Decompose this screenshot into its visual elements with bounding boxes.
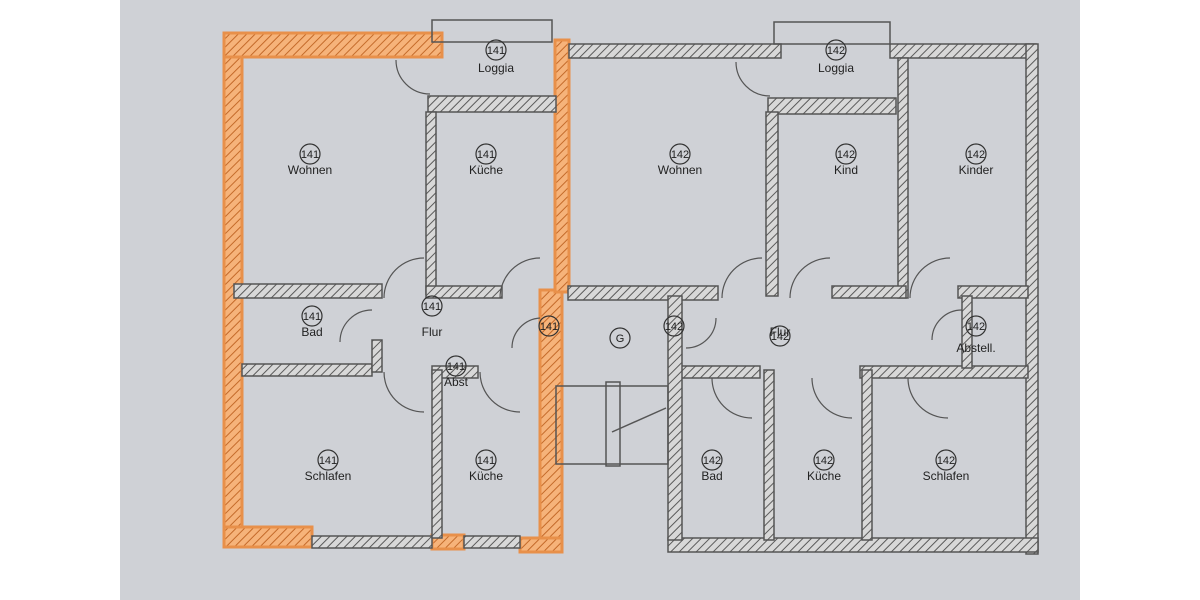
room-label: Abst	[444, 375, 469, 389]
room-number-circle	[965, 315, 987, 337]
room-number: 142	[967, 149, 985, 161]
room-number-circle	[935, 449, 957, 471]
room-number: 141	[301, 149, 319, 161]
room-number: 141	[303, 311, 321, 323]
room-entry-141: 141	[538, 315, 560, 337]
room-number-circle	[835, 143, 857, 165]
room-label: Küche	[469, 469, 503, 483]
room-number-circle	[609, 327, 631, 349]
room-number: 141	[477, 455, 495, 467]
room-number-circle	[669, 143, 691, 165]
room-label: Bad	[301, 325, 322, 339]
room-number-circle	[445, 355, 467, 377]
room-label: Wohnen	[658, 163, 702, 177]
room-label: Kinder	[959, 163, 994, 177]
room-number-circle	[538, 315, 560, 337]
room-number: 141	[487, 45, 505, 57]
room-label: Abstell.	[956, 341, 995, 355]
room-number: 142	[815, 455, 833, 467]
room-number: 142	[671, 149, 689, 161]
room-number-circle	[663, 315, 685, 337]
room-labels: 141Loggia142Loggia141Wohnen141Küche142Wo…	[288, 39, 996, 483]
room-number-circle	[965, 143, 987, 165]
room-number-circle	[301, 305, 323, 327]
door-swings	[339, 59, 963, 419]
room-number-circle	[475, 449, 497, 471]
room-label: Kind	[834, 163, 858, 177]
room-entry-142: 142	[663, 315, 685, 337]
room-number: G	[616, 333, 625, 345]
room-label: Flur	[770, 325, 791, 339]
room-number: 141	[423, 301, 441, 313]
room-number-circle	[317, 449, 339, 471]
room-number: 141	[477, 149, 495, 161]
room-label: Loggia	[478, 61, 514, 75]
room-number: 142	[703, 455, 721, 467]
room-number-circle	[701, 449, 723, 471]
walls	[233, 19, 1039, 555]
room-number: 141	[540, 321, 558, 333]
room-number-circle	[475, 143, 497, 165]
room-number-circle	[825, 39, 847, 61]
room-number: 142	[937, 455, 955, 467]
room-number: 142	[967, 321, 985, 333]
room-number: 142	[771, 331, 789, 343]
room-number-circle	[421, 295, 443, 317]
room-number: 142	[827, 45, 845, 57]
room-number-circle	[485, 39, 507, 61]
room-number-circle	[769, 325, 791, 347]
room-label: Bad	[701, 469, 722, 483]
room-label: Schlafen	[305, 469, 352, 483]
room-number-circle	[299, 143, 321, 165]
room-number-circle	[813, 449, 835, 471]
room-g: G	[609, 327, 631, 349]
room-label: Schlafen	[923, 469, 970, 483]
room-label: Flur	[422, 325, 443, 339]
room-label: Küche	[807, 469, 841, 483]
room-number: 142	[665, 321, 683, 333]
room-number: 141	[319, 455, 337, 467]
room-label: Wohnen	[288, 163, 332, 177]
room-number: 142	[837, 149, 855, 161]
room-label: Loggia	[818, 61, 854, 75]
room-label: Küche	[469, 163, 503, 177]
room-number: 141	[447, 361, 465, 373]
